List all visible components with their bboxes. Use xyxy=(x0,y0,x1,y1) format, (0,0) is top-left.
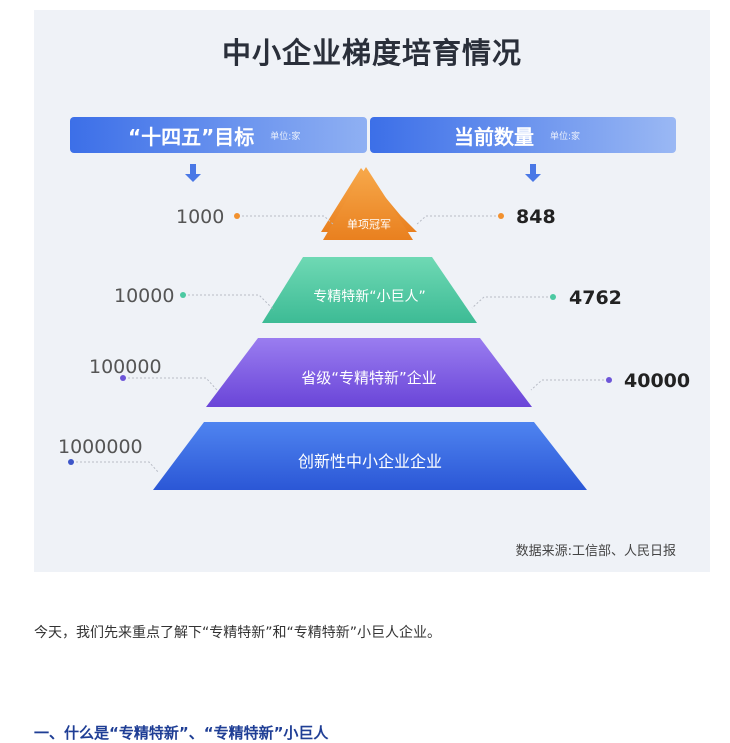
current-dot xyxy=(498,213,504,219)
data-source: 数据来源:工信部、人民日报 xyxy=(515,544,676,559)
tier-shape-innovative xyxy=(153,422,587,490)
tier-label-little-giant: 专精特新“小巨人” xyxy=(313,289,426,305)
infographic: 中小企业梯度培育情况 “十四五”目标 单位:家 当前数量 单位:家 xyxy=(34,10,710,572)
section-heading: 一、什么是“专精特新”、“专精特新”小巨人 xyxy=(34,724,329,742)
current-value-provincial: 40000 xyxy=(624,370,691,392)
down-arrow-icon xyxy=(525,164,541,182)
target-value-innovative: 1000000 xyxy=(58,436,143,458)
target-dot xyxy=(120,375,126,381)
target-header: “十四五”目标 单位:家 xyxy=(70,117,367,153)
tier-label-champion: 单项冠军 xyxy=(347,218,391,231)
tier-label-provincial: 省级“专精特新”企业 xyxy=(301,369,437,387)
tier-shape-provincial xyxy=(206,338,532,407)
tier-label-innovative: 创新性中小企业企业 xyxy=(297,452,442,471)
target-value-champion: 1000 xyxy=(176,206,225,228)
article-paragraph: 今天，我们先来重点了解下“专精特新”和“专精特新”小巨人企业。 xyxy=(34,625,442,641)
target-value-provincial: 100000 xyxy=(89,356,162,378)
infographic-title: 中小企业梯度培育情况 xyxy=(221,36,522,70)
target-dot xyxy=(68,459,74,465)
current-header: 当前数量 单位:家 xyxy=(370,117,676,153)
target-header-label: “十四五”目标 xyxy=(128,124,255,149)
current-header-label: 当前数量 xyxy=(454,124,534,149)
pyramid-diagram xyxy=(68,164,612,490)
current-dot xyxy=(550,294,556,300)
target-dot xyxy=(180,292,186,298)
current-header-unit: 单位:家 xyxy=(550,131,581,142)
current-dot xyxy=(606,377,612,383)
tier-shape-little-giant xyxy=(262,257,477,323)
target-header-unit: 单位:家 xyxy=(270,131,301,142)
target-dot xyxy=(234,213,240,219)
connector-lines xyxy=(72,215,608,474)
target-value-little-giant: 10000 xyxy=(114,285,175,307)
down-arrow-icon xyxy=(185,164,201,182)
current-value-little-giant: 4762 xyxy=(569,287,622,309)
tier-shape-champion-base xyxy=(323,167,413,240)
current-value-champion: 848 xyxy=(516,206,556,228)
